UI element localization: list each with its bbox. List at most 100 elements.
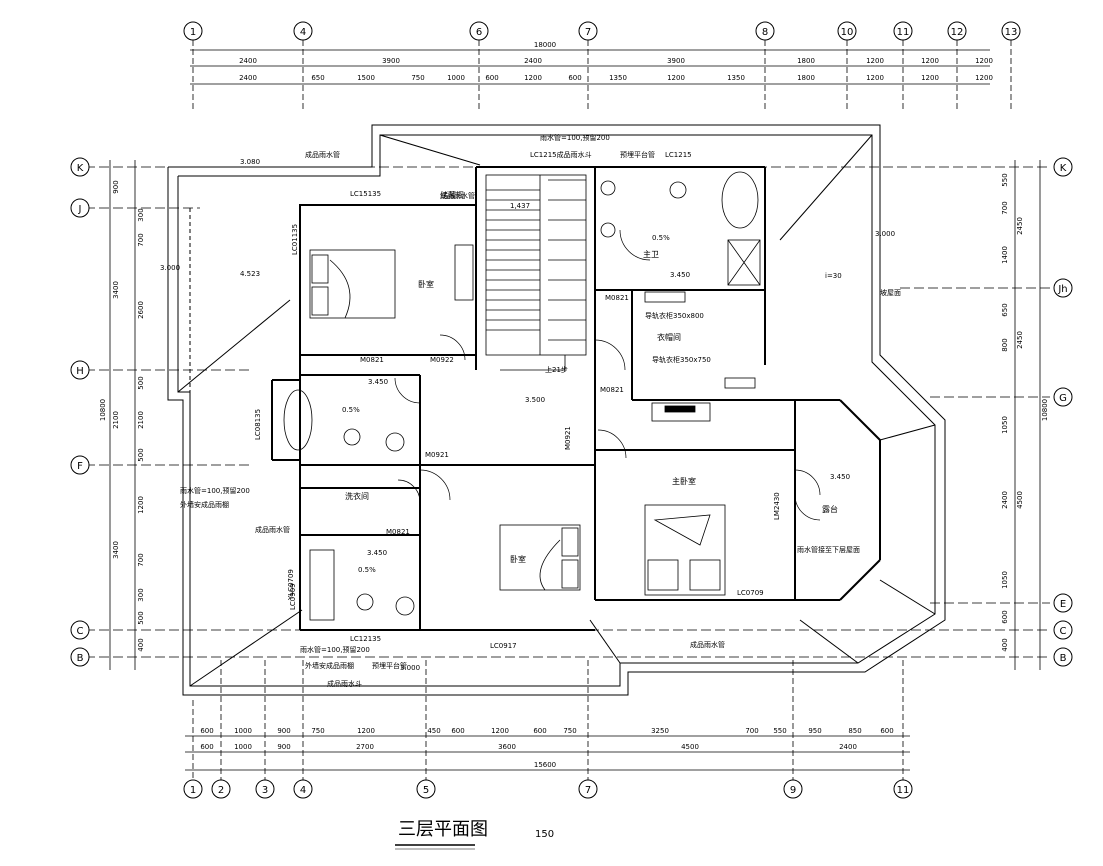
svg-text:LC0917: LC0917: [490, 642, 517, 650]
basin-1: [385, 432, 405, 452]
svg-text:1350: 1350: [727, 74, 745, 82]
axis-marker-bottom-2: 2: [211, 779, 231, 799]
svg-text:雨水管=100,预留200: 雨水管=100,预留200: [300, 645, 370, 654]
svg-text:4: 4: [300, 27, 306, 38]
svg-text:3.000: 3.000: [400, 664, 420, 672]
svg-text:M0821: M0821: [600, 386, 624, 394]
svg-text:M0921: M0921: [564, 426, 572, 450]
svg-text:M0922: M0922: [430, 356, 454, 364]
svg-text:3400: 3400: [112, 541, 120, 559]
svg-text:外墙安成品雨棚: 外墙安成品雨棚: [305, 661, 354, 670]
svg-text:300: 300: [137, 208, 145, 221]
svg-text:8: 8: [762, 27, 768, 38]
svg-text:3600: 3600: [498, 743, 516, 751]
top-axis-markers: 1 4 6 7 8 10 11 12 13: [183, 21, 1021, 41]
axis-marker-bottom-3: 3: [255, 779, 275, 799]
axis-marker-top-8: 8: [755, 21, 775, 41]
bottom-axis-markers: 1 2 3 4 5 7 9 11: [183, 779, 913, 799]
axis-marker-bottom-4: 4: [293, 779, 313, 799]
right-dimension-lines: [900, 160, 1050, 670]
svg-text:6: 6: [476, 27, 482, 38]
axis-marker-top-1: 1: [183, 21, 203, 41]
svg-text:E: E: [1060, 599, 1066, 610]
svg-text:850: 850: [848, 727, 861, 735]
svg-text:600: 600: [200, 727, 213, 735]
toilet-2: [356, 593, 374, 611]
svg-text:3.500: 3.500: [525, 396, 545, 404]
svg-text:9: 9: [790, 785, 796, 796]
svg-text:雨水管=100,预留200: 雨水管=100,预留200: [180, 486, 250, 495]
svg-text:LC01135: LC01135: [291, 224, 299, 255]
axis-marker-bottom-5: 5: [416, 779, 436, 799]
svg-text:成品雨水管: 成品雨水管: [690, 640, 725, 649]
svg-text:3.080: 3.080: [240, 158, 260, 166]
svg-text:0.5%: 0.5%: [652, 234, 670, 242]
room-labels: 卧室 卧室 主卧室 主卫 衣帽间 洗衣间 露台 储藏间: [345, 190, 838, 564]
svg-text:LC0909: LC0909: [289, 583, 297, 610]
svg-text:7: 7: [585, 785, 591, 796]
svg-text:LC12135: LC12135: [350, 635, 381, 643]
svg-text:2600: 2600: [137, 301, 145, 319]
bathtub-sw: [309, 549, 335, 621]
axis-marker-right-B: B: [1053, 647, 1073, 667]
svg-text:11: 11: [897, 785, 910, 796]
svg-text:1050: 1050: [1001, 571, 1009, 589]
svg-text:4500: 4500: [681, 743, 699, 751]
svg-text:M0821: M0821: [605, 294, 629, 302]
svg-text:3.450: 3.450: [368, 378, 388, 386]
svg-text:2450: 2450: [1016, 331, 1024, 349]
room-label-cloakroom: 衣帽间: [657, 332, 681, 342]
svg-text:1200: 1200: [667, 74, 685, 82]
axis-marker-right-C: C: [1053, 620, 1073, 640]
axis-marker-top-13: 13: [1001, 21, 1021, 41]
plan-title: 三层平面图: [398, 819, 488, 840]
svg-text:700: 700: [1001, 201, 1009, 214]
component-labels: LC15135 LC12135 LC1215 LC0917 LC0709 LC0…: [240, 151, 850, 650]
roof-outline: [167, 124, 946, 696]
svg-text:3900: 3900: [382, 57, 400, 65]
svg-text:1200: 1200: [866, 74, 884, 82]
svg-text:600: 600: [1001, 610, 1009, 623]
room-label-light-well: 储藏间: [440, 190, 464, 200]
axis-marker-left-B: B: [70, 647, 90, 667]
svg-text:1200: 1200: [866, 57, 884, 65]
svg-text:3.450: 3.450: [830, 473, 850, 481]
svg-text:1200: 1200: [524, 74, 542, 82]
bottom-dimension-lines: [185, 660, 910, 780]
axis-marker-left-H: H: [70, 360, 90, 380]
svg-text:1200: 1200: [921, 74, 939, 82]
axis-marker-left-K: K: [70, 157, 90, 177]
axis-marker-top-10: 10: [837, 21, 857, 41]
axis-marker-right-G: G: [1053, 387, 1073, 407]
svg-text:15600: 15600: [534, 761, 556, 769]
svg-text:3400: 3400: [112, 281, 120, 299]
svg-text:2400: 2400: [1001, 491, 1009, 509]
svg-text:2: 2: [218, 785, 224, 796]
svg-text:1200: 1200: [357, 727, 375, 735]
svg-text:3.450: 3.450: [670, 271, 690, 279]
svg-text:i=30: i=30: [825, 272, 842, 280]
svg-text:YLC0709: YLC0709: [287, 569, 295, 601]
shower-master: [727, 239, 761, 286]
svg-text:K: K: [77, 163, 84, 174]
axis-marker-top-6: 6: [469, 21, 489, 41]
svg-text:750: 750: [311, 727, 324, 735]
svg-text:10800: 10800: [1041, 399, 1049, 421]
axis-marker-left-J: J: [70, 198, 90, 218]
svg-text:3.450: 3.450: [367, 549, 387, 557]
svg-text:600: 600: [568, 74, 581, 82]
svg-text:雨水管=100,预留200: 雨水管=100,预留200: [540, 133, 610, 142]
svg-text:2700: 2700: [356, 743, 374, 751]
svg-text:Jh: Jh: [1057, 284, 1067, 295]
desk-nw: [454, 244, 474, 301]
svg-text:K: K: [1060, 163, 1067, 174]
svg-text:1050: 1050: [1001, 416, 1009, 434]
svg-text:600: 600: [451, 727, 464, 735]
svg-text:上21步: 上21步: [545, 365, 568, 374]
room-label-wash-room: 洗衣间: [345, 491, 369, 501]
svg-text:C: C: [77, 626, 84, 637]
svg-text:1500: 1500: [357, 74, 375, 82]
svg-text:1: 1: [190, 785, 196, 796]
axis-marker-right-Jh: Jh: [1053, 278, 1073, 298]
svg-text:900: 900: [277, 727, 290, 735]
